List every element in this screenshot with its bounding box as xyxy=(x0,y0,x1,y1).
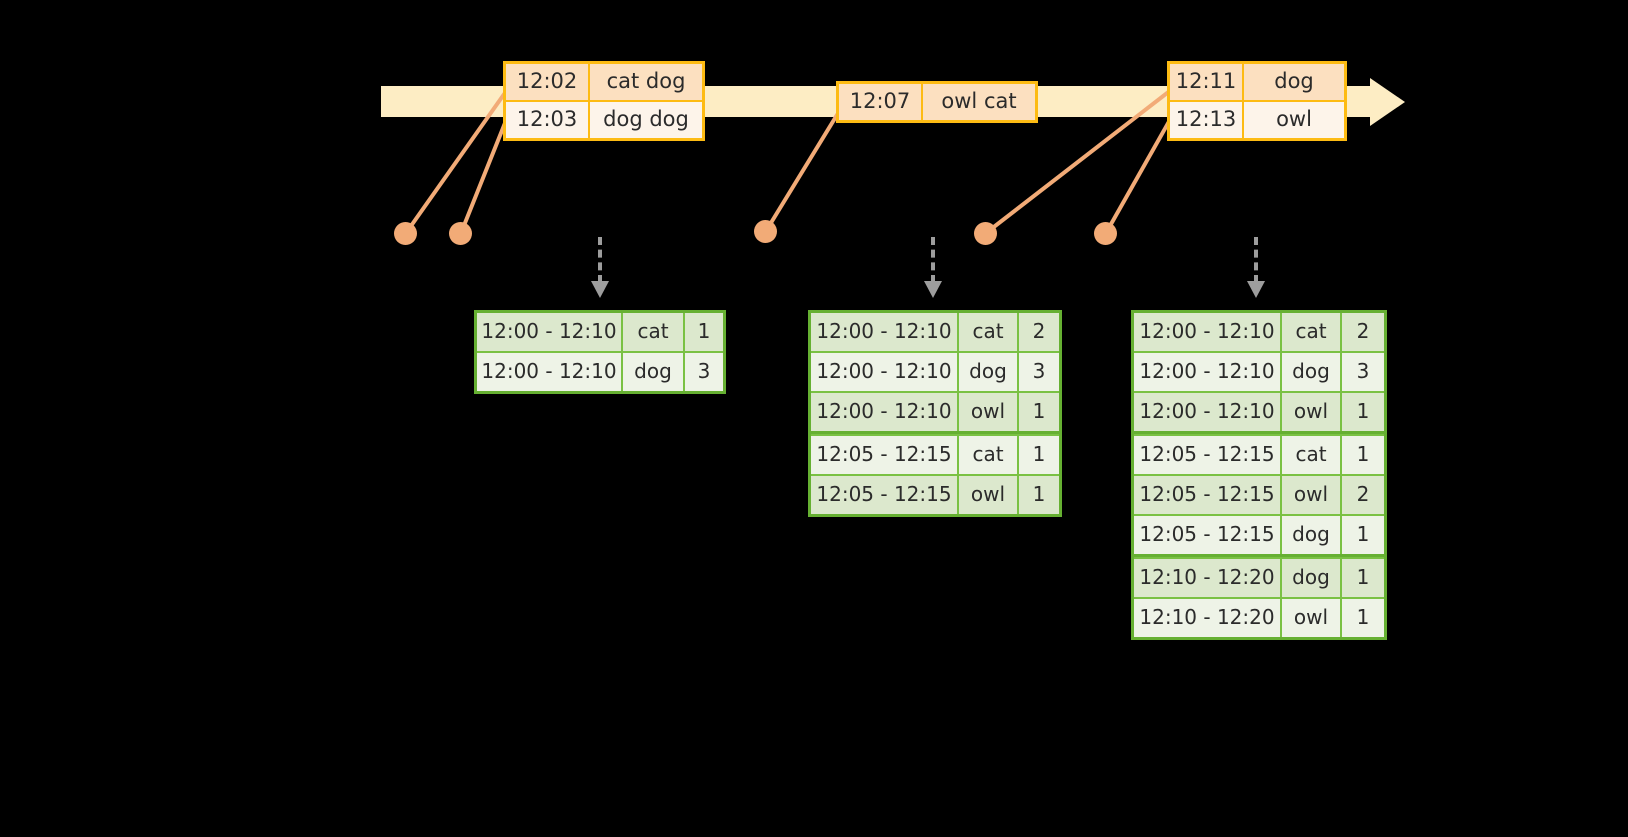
count-cell: 1 xyxy=(1342,436,1384,474)
table-row: 12:00 - 12:10 cat 2 xyxy=(1134,313,1384,351)
event-row: 12:07 owl cat xyxy=(839,84,1035,120)
count-cell: 1 xyxy=(1342,516,1384,554)
connector-dot xyxy=(974,222,997,245)
result-table-3: 12:00 - 12:10 cat 2 12:00 - 12:10 dog 3 … xyxy=(1131,310,1387,640)
connector-dot xyxy=(449,222,472,245)
key-cell: cat xyxy=(623,313,685,351)
event-words: owl cat xyxy=(923,84,1035,120)
window-cell: 12:00 - 12:10 xyxy=(811,313,959,351)
count-cell: 2 xyxy=(1019,313,1059,351)
event-box-1: 12:02 cat dog 12:03 dog dog xyxy=(503,61,705,141)
table-row: 12:05 - 12:15 cat 1 xyxy=(811,434,1059,474)
key-cell: owl xyxy=(1282,476,1342,514)
table-row: 12:05 - 12:15 owl 2 xyxy=(1134,474,1384,514)
event-row: 12:11 dog xyxy=(1170,64,1344,100)
count-cell: 3 xyxy=(685,353,723,391)
count-cell: 1 xyxy=(1019,393,1059,431)
event-time: 12:07 xyxy=(839,84,923,120)
timeline-arrowhead-icon xyxy=(1370,78,1405,126)
event-row: 12:03 dog dog xyxy=(506,100,702,138)
window-cell: 12:05 - 12:15 xyxy=(1134,516,1282,554)
window-cell: 12:05 - 12:15 xyxy=(1134,436,1282,474)
key-cell: dog xyxy=(1282,353,1342,391)
connector-dot xyxy=(394,222,417,245)
table-row: 12:00 - 12:10 cat 2 xyxy=(811,313,1059,351)
event-words: dog dog xyxy=(590,102,702,138)
key-cell: dog xyxy=(1282,516,1342,554)
count-cell: 1 xyxy=(1342,599,1384,637)
window-cell: 12:05 - 12:15 xyxy=(811,436,959,474)
window-cell: 12:00 - 12:10 xyxy=(477,313,623,351)
event-time: 12:03 xyxy=(506,102,590,138)
count-cell: 1 xyxy=(1342,393,1384,431)
window-cell: 12:00 - 12:10 xyxy=(1134,393,1282,431)
event-time: 12:11 xyxy=(1170,64,1244,100)
key-cell: cat xyxy=(1282,313,1342,351)
table-row: 12:05 - 12:15 cat 1 xyxy=(1134,434,1384,474)
result-table-2: 12:00 - 12:10 cat 2 12:00 - 12:10 dog 3 … xyxy=(808,310,1062,517)
count-cell: 2 xyxy=(1342,313,1384,351)
key-cell: dog xyxy=(1282,559,1342,597)
window-cell: 12:00 - 12:10 xyxy=(1134,353,1282,391)
window-cell: 12:00 - 12:10 xyxy=(477,353,623,391)
key-cell: dog xyxy=(959,353,1019,391)
window-cell: 12:10 - 12:20 xyxy=(1134,559,1282,597)
table-row: 12:00 - 12:10 dog 3 xyxy=(811,351,1059,391)
table-row: 12:00 - 12:10 owl 1 xyxy=(1134,391,1384,434)
count-cell: 1 xyxy=(1019,436,1059,474)
window-cell: 12:05 - 12:15 xyxy=(811,476,959,514)
key-cell: owl xyxy=(959,476,1019,514)
event-row: 12:13 owl xyxy=(1170,100,1344,138)
window-cell: 12:10 - 12:20 xyxy=(1134,599,1282,637)
event-time: 12:02 xyxy=(506,64,590,100)
event-words: owl xyxy=(1244,102,1344,138)
table-row: 12:05 - 12:15 dog 1 xyxy=(1134,514,1384,557)
count-cell: 1 xyxy=(685,313,723,351)
key-cell: cat xyxy=(959,313,1019,351)
event-time: 12:13 xyxy=(1170,102,1244,138)
table-row: 12:00 - 12:10 dog 3 xyxy=(477,351,723,391)
count-cell: 1 xyxy=(1342,559,1384,597)
connector-dot xyxy=(754,220,777,243)
table-row: 12:00 - 12:10 owl 1 xyxy=(811,391,1059,434)
event-words: cat dog xyxy=(590,64,702,100)
count-cell: 2 xyxy=(1342,476,1384,514)
table-row: 12:00 - 12:10 cat 1 xyxy=(477,313,723,351)
key-cell: owl xyxy=(959,393,1019,431)
event-row: 12:02 cat dog xyxy=(506,64,702,100)
event-words: dog xyxy=(1244,64,1344,100)
key-cell: owl xyxy=(1282,393,1342,431)
key-cell: cat xyxy=(959,436,1019,474)
window-cell: 12:00 - 12:10 xyxy=(1134,313,1282,351)
window-cell: 12:00 - 12:10 xyxy=(811,393,959,431)
window-cell: 12:05 - 12:15 xyxy=(1134,476,1282,514)
count-cell: 1 xyxy=(1019,476,1059,514)
event-box-2: 12:07 owl cat xyxy=(836,81,1038,123)
key-cell: cat xyxy=(1282,436,1342,474)
table-row: 12:10 - 12:20 dog 1 xyxy=(1134,557,1384,597)
key-cell: owl xyxy=(1282,599,1342,637)
count-cell: 3 xyxy=(1342,353,1384,391)
key-cell: dog xyxy=(623,353,685,391)
result-table-1: 12:00 - 12:10 cat 1 12:00 - 12:10 dog 3 xyxy=(474,310,726,394)
count-cell: 3 xyxy=(1019,353,1059,391)
table-row: 12:10 - 12:20 owl 1 xyxy=(1134,597,1384,637)
table-row: 12:00 - 12:10 dog 3 xyxy=(1134,351,1384,391)
table-row: 12:05 - 12:15 owl 1 xyxy=(811,474,1059,514)
event-box-3: 12:11 dog 12:13 owl xyxy=(1167,61,1347,141)
window-cell: 12:00 - 12:10 xyxy=(811,353,959,391)
connector-dot xyxy=(1094,222,1117,245)
